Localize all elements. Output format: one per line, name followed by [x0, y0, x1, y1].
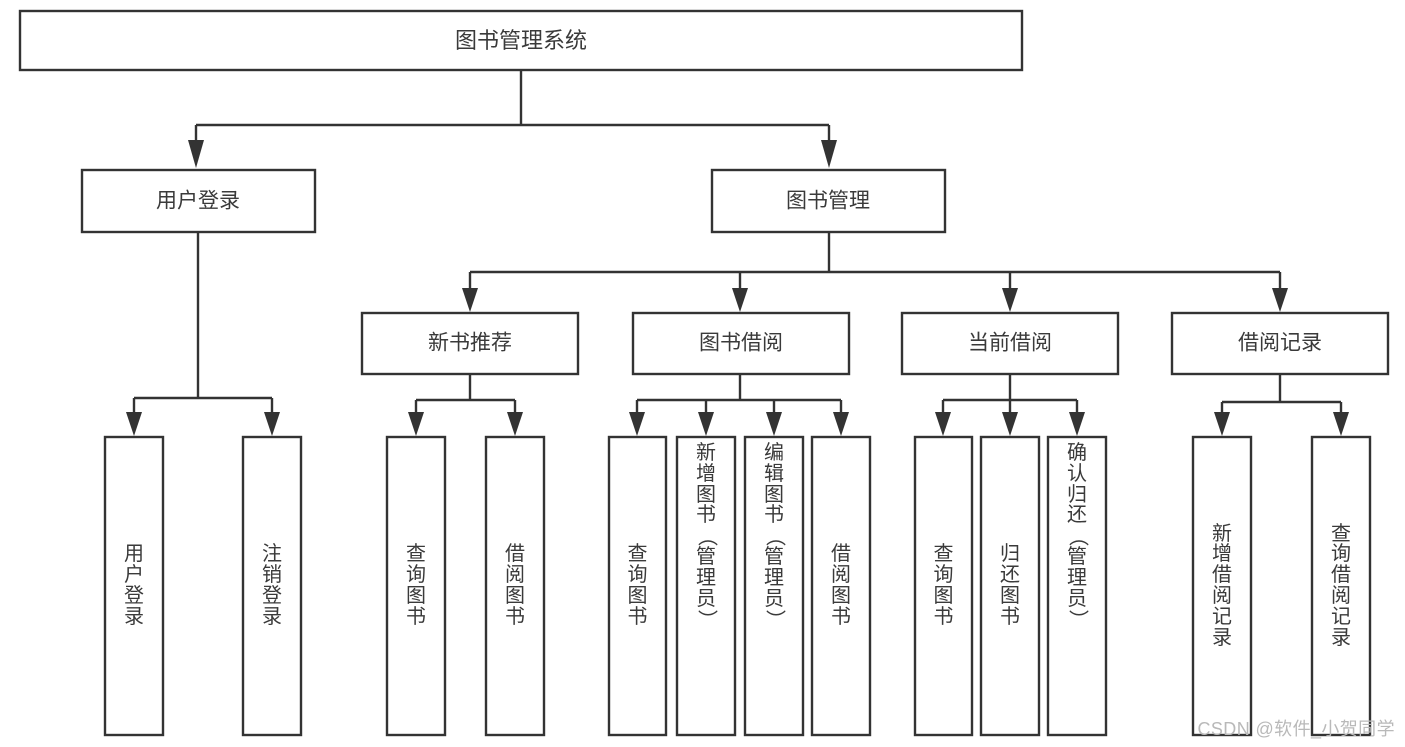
connector-group-current-borrow-leaves	[935, 374, 1085, 436]
arrow-head-new-book-leaf-2	[507, 412, 523, 436]
node-book-management-rect[interactable]	[710, 168, 947, 234]
node-current-borrow[interactable]: 当前借阅	[900, 311, 1120, 376]
arrow-head-new-book	[462, 288, 478, 312]
arrow-head-new-book-leaf-1	[408, 412, 424, 436]
connector-group-user-login-leaves	[126, 232, 280, 436]
node-new-book-recommend[interactable]: 新书推荐	[360, 311, 580, 376]
node-book-borrow-label: 图书借阅	[699, 332, 783, 355]
leaf-box-borrow-record-2[interactable]	[1310, 435, 1372, 737]
node-book-borrow[interactable]: 图书借阅	[631, 311, 851, 376]
arrow-head-book-borrow	[732, 288, 748, 312]
leaf-box-current-borrow-3[interactable]	[1046, 435, 1108, 737]
node-new-book-recommend-rect[interactable]	[360, 311, 580, 376]
node-new-book-recommend-label: 新书推荐	[428, 332, 512, 355]
arrow-head-borrow-record-leaf-1	[1214, 412, 1230, 436]
arrow-head-book-borrow-leaf-2	[698, 412, 714, 436]
node-user-login-rect[interactable]	[80, 168, 317, 234]
arrow-head-current-borrow	[1002, 288, 1018, 312]
leaf-box-book-borrow-4[interactable]	[810, 435, 872, 737]
connector-group-new-book-leaves	[408, 374, 523, 436]
arrow-head-borrow-record-leaf-2	[1333, 412, 1349, 436]
node-root-label: 图书管理系统	[455, 28, 587, 53]
arrow-head-current-borrow-leaf-1	[935, 412, 951, 436]
arrow-head-book-borrow-leaf-1	[629, 412, 645, 436]
arrow-head-user-login	[188, 140, 204, 168]
connector-group-book-borrow-leaves	[629, 374, 849, 436]
arrow-head-user-login-leaf-1	[126, 412, 142, 436]
node-current-borrow-label: 当前借阅	[968, 332, 1052, 355]
connector-group-root	[188, 70, 837, 168]
leaf-box-new-book-1[interactable]	[385, 435, 447, 737]
node-current-borrow-rect[interactable]	[900, 311, 1120, 376]
arrow-head-current-borrow-leaf-3	[1069, 412, 1085, 436]
node-root[interactable]: 图书管理系统	[18, 9, 1024, 72]
node-borrow-record[interactable]: 借阅记录	[1170, 311, 1390, 376]
arrow-head-book-borrow-leaf-3	[766, 412, 782, 436]
leaf-box-book-borrow-1[interactable]	[607, 435, 668, 737]
leaf-box-new-book-2[interactable]	[484, 435, 546, 737]
arrow-head-book-borrow-leaf-4	[833, 412, 849, 436]
leaf-box-book-borrow-3[interactable]	[743, 435, 805, 737]
node-user-login[interactable]: 用户登录	[80, 168, 317, 234]
connector-group-book-mgmt	[462, 232, 1288, 312]
node-book-management[interactable]: 图书管理	[710, 168, 947, 234]
arrow-head-current-borrow-leaf-2	[1002, 412, 1018, 436]
leaf-box-current-borrow-1[interactable]	[913, 435, 974, 737]
node-borrow-record-label: 借阅记录	[1238, 332, 1322, 355]
node-book-borrow-rect[interactable]	[631, 311, 851, 376]
connector-group-borrow-record-leaves	[1214, 374, 1349, 436]
leaf-box-current-borrow-2[interactable]	[979, 435, 1041, 737]
leaf-box-user-login-2[interactable]	[241, 435, 303, 737]
leaf-box-borrow-record-1[interactable]	[1191, 435, 1253, 737]
node-book-management-label: 图书管理	[786, 190, 870, 213]
arrow-head-book-mgmt	[821, 140, 837, 168]
node-user-login-label: 用户登录	[156, 190, 240, 213]
arrow-head-user-login-leaf-2	[264, 412, 280, 436]
leaf-box-user-login-1[interactable]	[103, 435, 165, 737]
leaf-box-book-borrow-2[interactable]	[675, 435, 737, 737]
arrow-head-borrow-record	[1272, 288, 1288, 312]
node-root-rect[interactable]	[18, 9, 1024, 72]
node-borrow-record-rect[interactable]	[1170, 311, 1390, 376]
